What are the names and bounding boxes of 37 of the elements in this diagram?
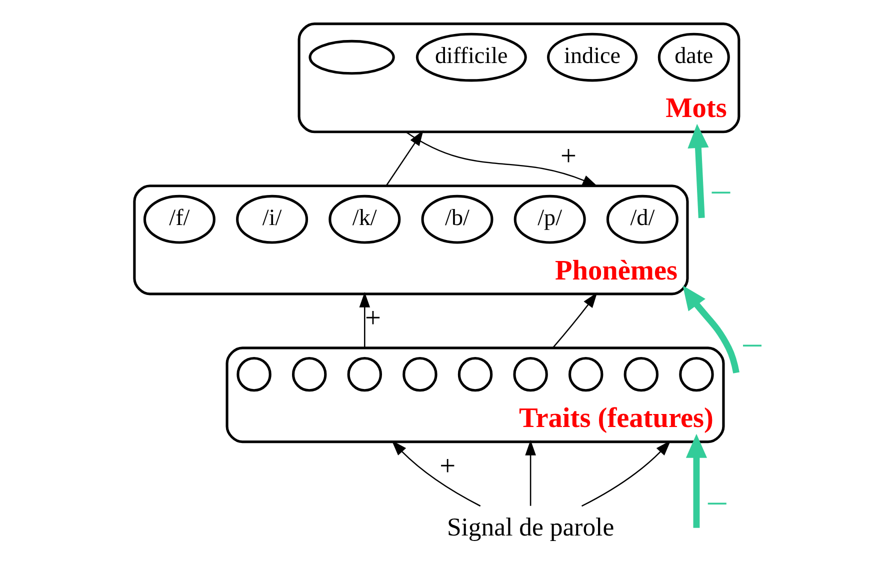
- node-ellipse: difficile: [415, 32, 526, 82]
- arrow: [524, 440, 536, 506]
- arrow: [391, 440, 480, 507]
- arrow: [685, 434, 707, 528]
- node-ellipse: indice: [546, 32, 638, 82]
- edge-label: +: [560, 140, 576, 172]
- node-text: Signal de parole: [446, 512, 614, 542]
- arrow: [358, 292, 370, 348]
- node-ellipse: date: [657, 32, 730, 82]
- node-ellipse: [308, 40, 394, 75]
- node-ellipse: /f/: [142, 194, 215, 244]
- node-circle: [457, 356, 492, 392]
- node-circle: [291, 356, 326, 392]
- edge-label: –: [712, 169, 730, 210]
- node-circle: [568, 356, 603, 392]
- arrow: [552, 292, 597, 348]
- node-circle: [236, 356, 271, 392]
- edge-label: –: [742, 322, 761, 362]
- node-circle: [512, 356, 548, 392]
- arrow: [682, 286, 739, 374]
- node-circle: [678, 356, 714, 392]
- node-ellipse: /p/: [513, 194, 586, 244]
- arrow: [385, 130, 423, 186]
- edge-label: +: [439, 450, 456, 482]
- node-ellipse: /b/: [420, 194, 493, 244]
- node-circle: [402, 356, 437, 392]
- node-circle: [346, 356, 382, 392]
- edge-label: –: [708, 480, 726, 520]
- arrow: [687, 124, 708, 218]
- arrow: [580, 440, 670, 507]
- cluster: Traits (features): [225, 346, 724, 444]
- node-circle: [623, 356, 658, 392]
- node-ellipse: /k/: [328, 194, 400, 244]
- arrow: [404, 131, 598, 187]
- node-ellipse: /i/: [236, 194, 308, 244]
- edge-label: +: [364, 302, 380, 334]
- node-ellipse: /d/: [606, 194, 678, 244]
